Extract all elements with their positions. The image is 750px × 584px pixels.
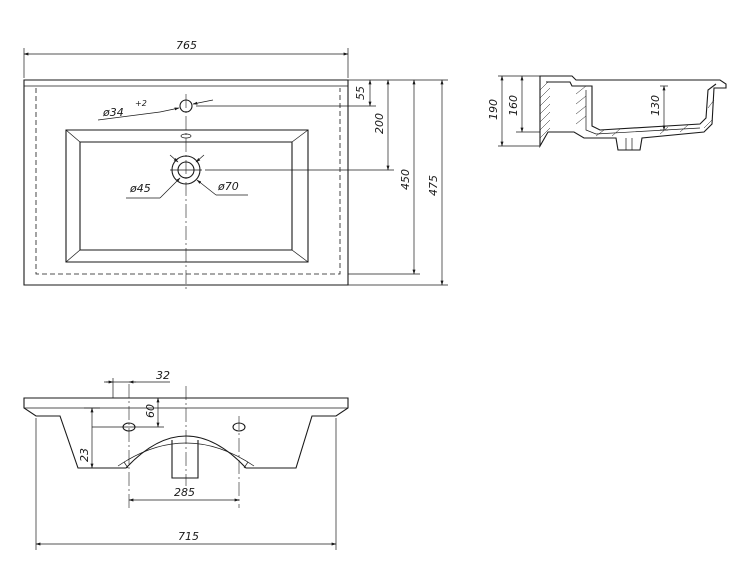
dim-bottom-width-715: 715 <box>178 530 199 543</box>
dim-hole-height-60: 60 <box>144 404 157 418</box>
dim-width-765: 765 <box>176 39 197 52</box>
side-section-view: 190 160 130 <box>487 75 727 151</box>
dim-drain-outer: ø70 <box>217 180 239 193</box>
faucet-hole <box>179 99 193 113</box>
dim-bowl-depth-130: 130 <box>649 95 662 116</box>
side-profile-outer <box>539 75 727 151</box>
dim-bowl-center-200: 200 <box>373 113 386 134</box>
section-hatch <box>539 81 715 139</box>
dim-hole-spacing-32: 32 <box>156 369 170 382</box>
front-profile <box>23 397 349 469</box>
dim-depth-450: 450 <box>399 169 412 190</box>
top-view: 765 ø34 +2 ø45 ø70 55 200 450 475 <box>23 39 448 292</box>
dim-depth-475: 475 <box>427 175 440 196</box>
bowl-outer <box>65 129 309 263</box>
dim-rim-height-23: 23 <box>78 448 91 462</box>
dim-faucet-hole: ø34 <box>102 106 124 119</box>
dim-height-160: 160 <box>507 95 520 116</box>
dim-mount-spacing-285: 285 <box>174 486 195 499</box>
dim-faucet-hole-tolerance: +2 <box>135 99 147 108</box>
rim-dashed-outline <box>35 88 341 275</box>
front-view: 32 60 23 285 715 <box>23 369 349 550</box>
side-profile-inner <box>546 81 717 131</box>
dim-drain-inner: ø45 <box>129 182 151 195</box>
dim-hole-offset-55: 55 <box>354 86 367 100</box>
front-drain <box>171 440 199 479</box>
dim-height-190: 190 <box>487 99 500 120</box>
